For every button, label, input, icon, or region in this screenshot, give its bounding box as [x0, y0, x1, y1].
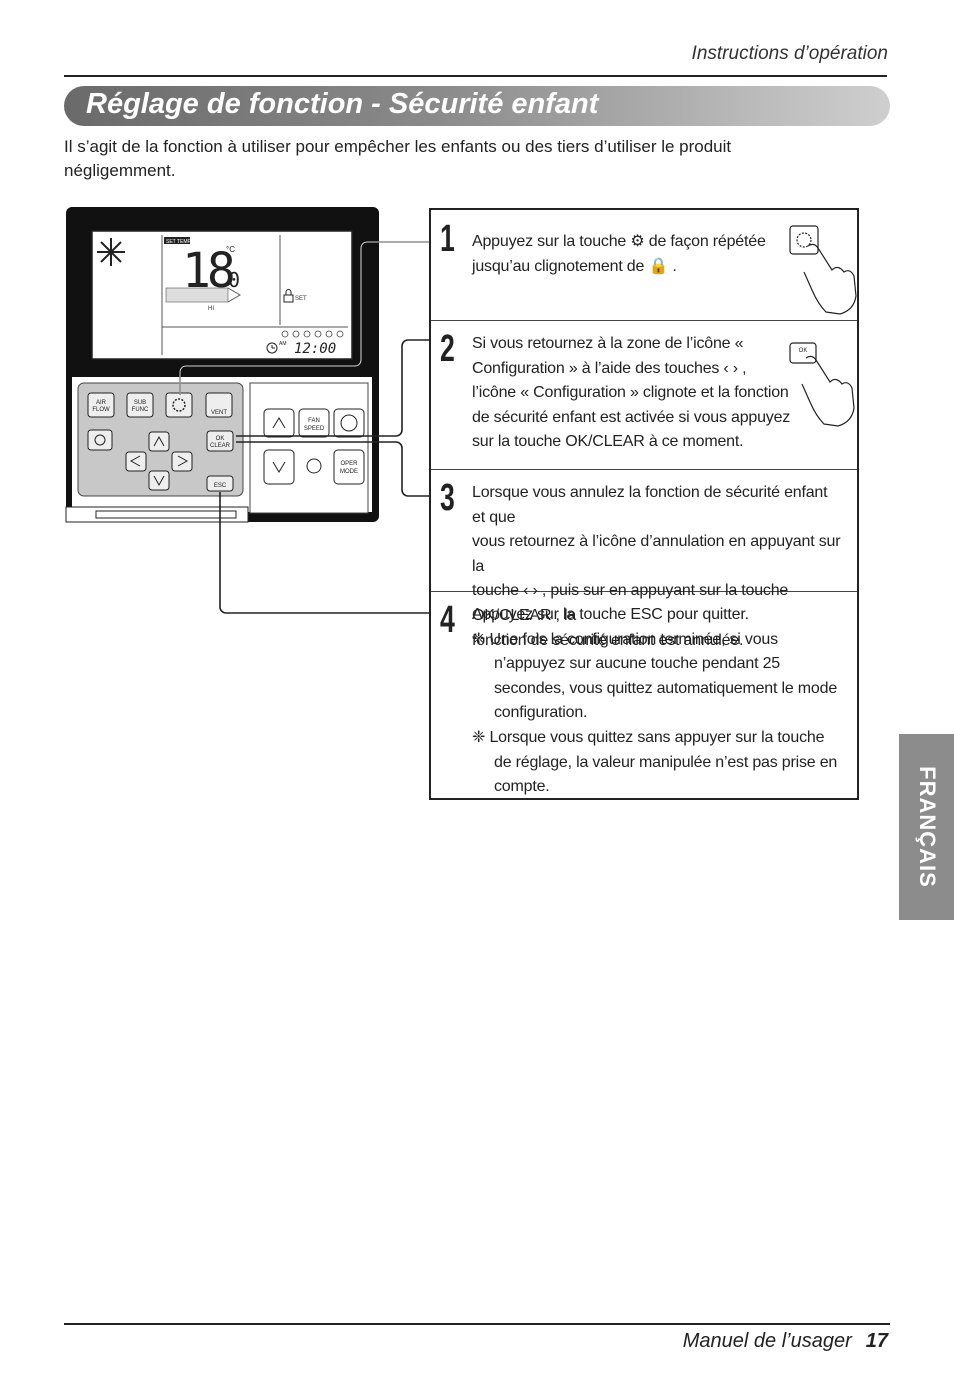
language-side-tab: FRANÇAIS	[899, 734, 954, 920]
steps-box: 1 Appuyez sur la touche ⚙ de façon répét…	[429, 208, 859, 800]
svg-text:FAN: FAN	[308, 418, 320, 424]
page-number: 17	[865, 1330, 888, 1352]
power-icon	[340, 414, 358, 432]
fan-hi-label: HI	[208, 306, 214, 312]
step-1: 1 Appuyez sur la touche ⚙ de façon répét…	[431, 210, 857, 321]
svg-text:AIR: AIR	[96, 400, 107, 406]
step-line: jusqu’au clignotement de 🔒 .	[472, 257, 677, 275]
step-note: ❈ Lorsque vous quittez sans appuyer sur …	[472, 728, 838, 796]
am-label: AM	[279, 341, 287, 347]
step-line: l’icône « Configuration » clignote et la…	[472, 384, 789, 402]
svg-text:OK: OK	[216, 436, 225, 442]
temperature-unit: °C	[226, 245, 235, 254]
footer: Manuel de l’usager 17	[683, 1330, 888, 1353]
svg-text:VENT: VENT	[211, 410, 227, 416]
intro-paragraph: Il s’agit de la fonction à utiliser pour…	[64, 137, 732, 180]
lock-icon	[283, 289, 294, 303]
step-line: Lorsque vous annulez la fonction de sécu…	[472, 484, 828, 526]
temperature-decimal: 0	[228, 268, 240, 292]
footer-rule	[64, 1323, 890, 1325]
svg-text:SUB: SUB	[134, 400, 146, 406]
hand-pressing-gear-illustration	[789, 225, 857, 315]
manual-title: Manuel de l’usager	[682, 1330, 852, 1352]
step-line: Appuyez sur la touche ⚙ de façon répétée	[472, 233, 766, 250]
step-text: Lorsque vous annulez la fonction de sécu…	[472, 481, 843, 653]
svg-text:CLEAR: CLEAR	[210, 443, 231, 449]
clock-readout: 12:00	[294, 341, 336, 357]
hand-pressing-ok-illustration: OK	[789, 342, 855, 427]
step-number: 3	[440, 477, 455, 519]
svg-text:ESC: ESC	[214, 483, 227, 489]
step-line: fonction de sécurité enfant est annulée.	[472, 631, 744, 649]
lock-set-label: SET	[295, 296, 307, 302]
step-line: Si vous retournez à la zone de l’icône «	[472, 335, 744, 352]
gear-icon	[172, 398, 186, 412]
page-title: Réglage de fonction - Sécurité enfant	[86, 88, 599, 120]
svg-text:MODE: MODE	[340, 469, 358, 475]
svg-text:FUNC: FUNC	[132, 407, 149, 413]
step-text: Si vous retournez à la zone de l’icône «…	[472, 332, 843, 455]
step-line: Appuyez sur la touche ESC pour quitter.	[472, 606, 749, 623]
step-number: 4	[440, 599, 455, 641]
step-3: 3 Lorsque vous annulez la fonction de sé…	[431, 469, 857, 649]
header-section-label: Instructions d’opération	[691, 43, 888, 64]
step-text: Appuyez sur la touche ⚙ de façon répétée…	[472, 230, 843, 279]
step-note: ❈ Une fois la configuration terminée, si…	[472, 630, 838, 722]
step-number: 2	[440, 328, 455, 370]
remote-controller-illustration: SET TEMP 18 0 °C HI SET AM 12:00 AIRFLOW…	[65, 207, 857, 614]
svg-text:OK: OK	[799, 348, 808, 354]
step-text: Appuyez sur la touche ESC pour quitter. …	[472, 603, 843, 800]
step-line: de sécurité enfant est activée si vous a…	[472, 408, 791, 426]
set-temp-badge: SET TEMP	[166, 239, 191, 245]
snowflake-icon	[97, 238, 125, 266]
step-line: vous retournez à l’icône d’annulation en…	[472, 533, 841, 575]
step-line: Configuration » à l’aide des touches ‹ ›…	[472, 359, 747, 377]
svg-text:OPER: OPER	[340, 461, 358, 467]
svg-text:FLOW: FLOW	[92, 407, 110, 413]
step-line: touche ‹ › , puis sur en appuyant sur la…	[472, 582, 789, 624]
svg-text:SPEED: SPEED	[304, 426, 325, 432]
step-4: 4 Appuyez sur la touche ESC pour quitter…	[431, 591, 857, 800]
language-label: FRANÇAIS	[914, 766, 940, 888]
clock-icon	[266, 342, 278, 354]
header-rule	[64, 75, 887, 77]
step-number: 1	[440, 218, 455, 260]
title-bar: Réglage de fonction - Sécurité enfant	[64, 86, 890, 126]
step-2: 2 Si vous retournez à la zone de l’icône…	[431, 320, 857, 470]
step-line: sur la touche OK/CLEAR à ce moment.	[472, 433, 744, 451]
